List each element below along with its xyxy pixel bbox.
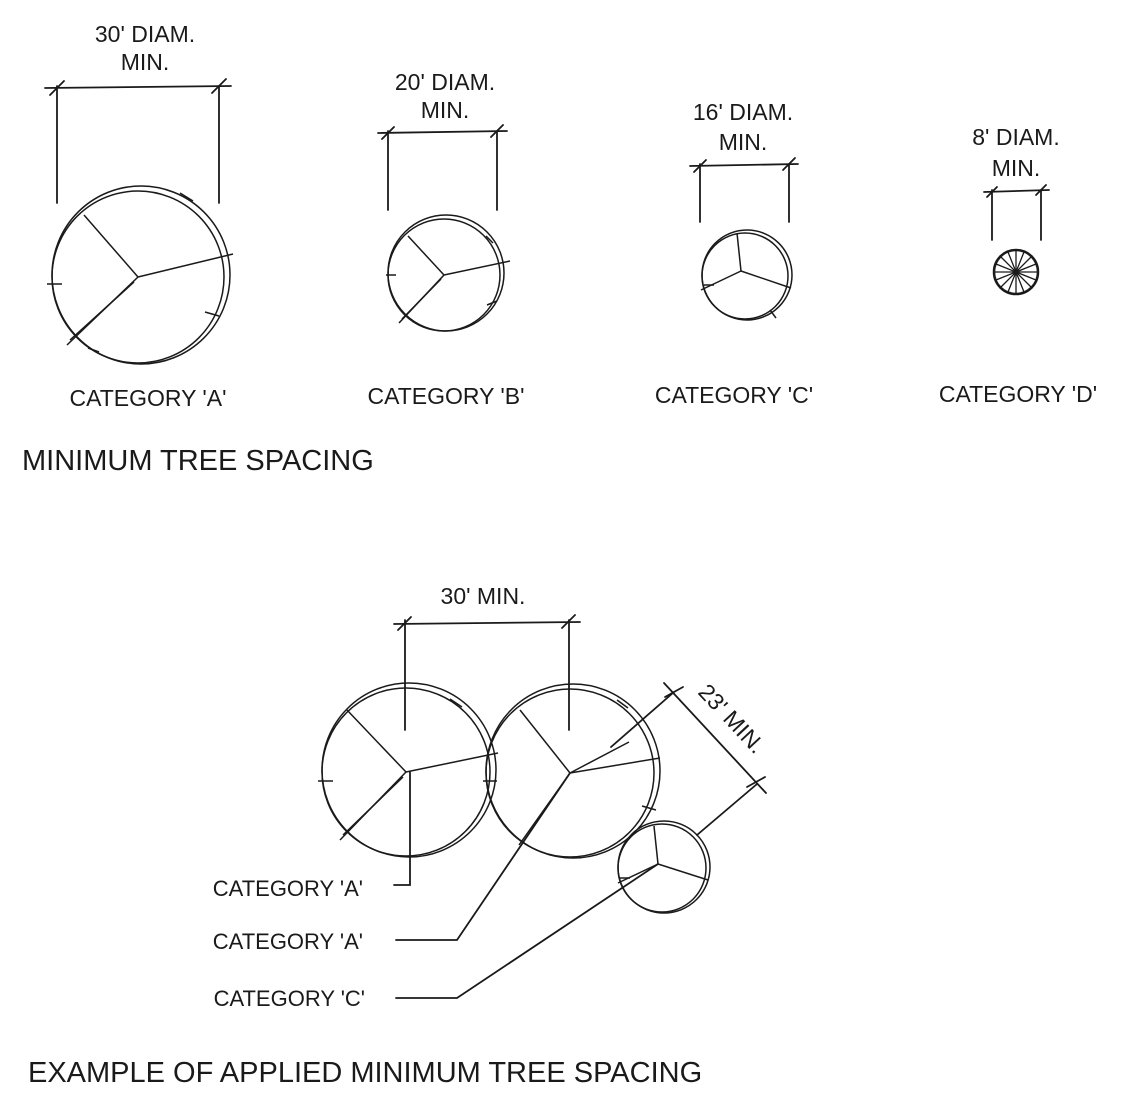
section2-title: EXAMPLE OF APPLIED MINIMUM TREE SPACING — [28, 1057, 702, 1089]
category-a-label: CATEGORY 'A' — [69, 385, 226, 411]
callout-label-category-a-2: CATEGORY 'A' — [213, 929, 363, 954]
category-d-label: CATEGORY 'D' — [939, 381, 1097, 407]
category-b-dim-label-line2: MIN. — [421, 97, 470, 123]
section1-title: MINIMUM TREE SPACING — [22, 445, 374, 477]
diagonal-dimension: 23' MIN. — [610, 679, 770, 836]
example-tree-a1 — [318, 682, 499, 858]
category-a-dimension: 30' DIAM. MIN. — [44, 21, 232, 204]
center-spacing-dimension: 30' MIN. — [393, 583, 581, 731]
category-d-dimension: 8' DIAM. MIN. — [972, 124, 1060, 241]
category-a-group: 30' DIAM. MIN. CATEGORY 'A' — [44, 21, 234, 411]
category-d-dim-label-line2: MIN. — [992, 155, 1041, 181]
category-b-label: CATEGORY 'B' — [367, 383, 524, 409]
example-tree-c — [617, 820, 711, 914]
callout-label-category-c: CATEGORY 'C' — [214, 986, 365, 1011]
callout-label-category-a-1: CATEGORY 'A' — [213, 876, 363, 901]
category-a-dim-label-line1: 30' DIAM. — [95, 21, 195, 47]
category-c-label: CATEGORY 'C' — [655, 382, 813, 408]
category-c-dim-label-line1: 16' DIAM. — [693, 99, 793, 125]
category-c-dim-label-line2: MIN. — [719, 129, 768, 155]
callout-leaders — [393, 771, 659, 999]
category-c-group: 16' DIAM. MIN. CATEGORY 'C' — [655, 99, 813, 408]
category-d-dim-label-line1: 8' DIAM. — [972, 124, 1059, 150]
category-c-tree-symbol — [700, 229, 793, 321]
center-spacing-label: 30' MIN. — [441, 583, 526, 609]
category-b-group: 20' DIAM. MIN. CATEGORY 'B' — [367, 69, 524, 409]
category-b-dimension: 20' DIAM. MIN. — [377, 69, 508, 211]
category-c-dimension: 16' DIAM. MIN. — [689, 99, 799, 223]
category-d-tree-symbol — [992, 248, 1040, 296]
category-a-dim-label-line2: MIN. — [121, 49, 170, 75]
category-d-group: 8' DIAM. MIN. CATEGORY 'D' — [939, 124, 1097, 407]
category-a-tree-symbol — [47, 185, 234, 365]
category-b-dim-label-line1: 20' DIAM. — [395, 69, 495, 95]
example-tree-a2 — [483, 683, 661, 859]
category-b-tree-symbol — [386, 214, 511, 332]
diagonal-label: 23' MIN. — [693, 679, 770, 759]
